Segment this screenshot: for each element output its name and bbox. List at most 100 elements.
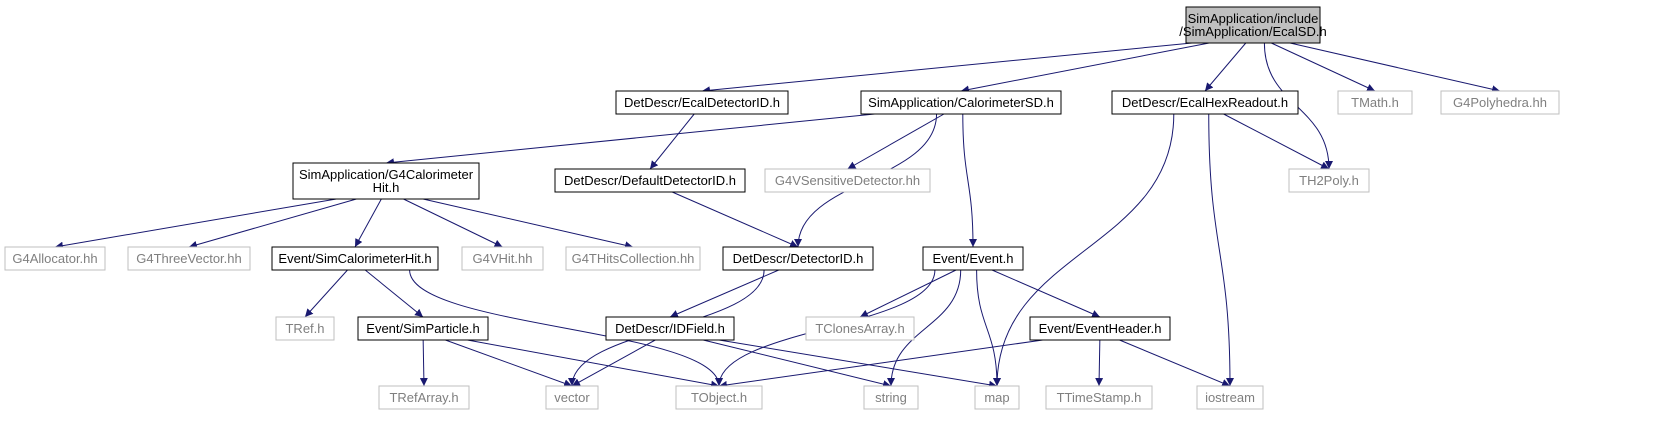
edge-event-to-tclones [859, 269, 957, 318]
edge-event-to-map [976, 269, 1001, 387]
edge-ecalsd-to-ecaldetid [701, 42, 1193, 95]
node-label: DetDescr/EcalHexReadout.h [1122, 95, 1288, 110]
edge-simparticle-to-vector [445, 339, 573, 388]
node-label: DetDescr/DefaultDetectorID.h [564, 173, 736, 188]
node-detdescr-idfield-h[interactable]: DetDescr/IDField.h [605, 316, 735, 341]
node-g4allocator-hh: G4Allocator.hh [4, 246, 106, 271]
edge-defaultdetid-to-detid [671, 191, 799, 248]
edge-ecalhex-to-iostream [1208, 113, 1234, 387]
node-box [863, 385, 919, 410]
node-box [860, 90, 1062, 115]
edge-eventheader-to-ttimestamp [1095, 339, 1104, 387]
node-detdescr-detectorid-h[interactable]: DetDescr/DetectorID.h [722, 246, 874, 271]
edge-calsd-to-g4calhit [385, 113, 875, 167]
edge-event-to-eventheader [991, 269, 1101, 318]
node-ttimestamp-h: TTimeStamp.h [1045, 385, 1153, 410]
node-box [292, 162, 480, 200]
node-label: TRef.h [285, 321, 324, 336]
node-box [461, 246, 544, 271]
node-box [1185, 6, 1321, 44]
node-tobject-h: TObject.h [675, 385, 763, 410]
edge-ecalsd-to-calsd [960, 42, 1210, 94]
node-box [565, 246, 701, 271]
node-label: Event/SimCalorimeterHit.h [278, 251, 431, 266]
node-box [378, 385, 470, 410]
edge-eventheader-to-tobject [718, 339, 1043, 389]
edge-ecaldetid-to-defaultdetid [649, 113, 695, 170]
node-box [127, 246, 251, 271]
node-g4vhit-hh: G4VHit.hh [461, 246, 544, 271]
node-detdescr-ecaldetectorid-h[interactable]: DetDescr/EcalDetectorID.h [615, 90, 789, 115]
node-box [4, 246, 106, 271]
header-file-nodes: SimApplication/include/SimApplication/Ec… [4, 6, 1560, 410]
edge-ecalsd-to-g4polyhedra [1289, 42, 1501, 94]
node-box [1288, 168, 1370, 193]
node-box [1196, 385, 1264, 410]
node-box [675, 385, 763, 410]
edge-ecalhex-to-map [993, 113, 1175, 387]
node-g4polyhedra-hh: G4Polyhedra.hh [1440, 90, 1560, 115]
node-label: G4VSensitiveDetector.hh [775, 173, 920, 188]
node-label: TRefArray.h [389, 390, 458, 405]
node-label: TMath.h [1351, 95, 1399, 110]
node-box [805, 316, 915, 341]
node-label: string [875, 390, 907, 405]
node-event-simcalorimeterhit-h[interactable]: Event/SimCalorimeterHit.h [271, 246, 439, 271]
node-label: SimApplication/G4Calorimeter [299, 167, 474, 182]
edge-ecalhex-to-th2poly [1223, 113, 1330, 170]
node-label: G4Polyhedra.hh [1453, 95, 1547, 110]
edge-idfield-to-string [703, 339, 892, 388]
node-string: string [863, 385, 919, 410]
dependency-edges [54, 42, 1501, 389]
edge-g4calhit-to-g4three [188, 198, 357, 249]
node-label: /SimApplication/EcalSD.h [1179, 24, 1326, 39]
node-box [1045, 385, 1153, 410]
edge-calsd-to-event [962, 113, 977, 248]
node-g4vsensitivedetector-hh: G4VSensitiveDetector.hh [764, 168, 931, 193]
node-box [1440, 90, 1560, 115]
node-vector: vector [545, 385, 599, 410]
node-label: G4Allocator.hh [12, 251, 97, 266]
node-label: SimApplication/CalorimeterSD.h [868, 95, 1054, 110]
edge-g4calhit-to-simcalhit [354, 198, 382, 248]
node-detdescr-ecalhexreadout-h[interactable]: DetDescr/EcalHexReadout.h [1111, 90, 1299, 115]
node-box [722, 246, 874, 271]
node-label: SimApplication/include [1188, 11, 1319, 26]
node-label: vector [554, 390, 590, 405]
node-label: TTimeStamp.h [1057, 390, 1142, 405]
node-event-simparticle-h[interactable]: Event/SimParticle.h [357, 316, 489, 341]
node-label: Event/EventHeader.h [1039, 321, 1162, 336]
node-box [357, 316, 489, 341]
node-box [1111, 90, 1299, 115]
node-simapplication-include-simapplication-ecalsd-h[interactable]: SimApplication/include/SimApplication/Ec… [1179, 6, 1327, 44]
node-tclonesarray-h: TClonesArray.h [805, 316, 915, 341]
edge-idfield-to-vector [571, 339, 656, 387]
node-label: G4ThreeVector.hh [136, 251, 242, 266]
edge-simparticle-to-trefarray [419, 339, 428, 387]
node-trefarray-h: TRefArray.h [378, 385, 470, 410]
node-box [271, 246, 439, 271]
edge-g4calhit-to-g4thits [422, 198, 634, 250]
node-box [922, 246, 1024, 271]
node-label: DetDescr/IDField.h [615, 321, 725, 336]
node-detdescr-defaultdetectorid-h[interactable]: DetDescr/DefaultDetectorID.h [554, 168, 746, 193]
node-label: TClonesArray.h [815, 321, 904, 336]
node-simapplication-calorimetersd-h[interactable]: SimApplication/CalorimeterSD.h [860, 90, 1062, 115]
node-label: Event/Event.h [933, 251, 1014, 266]
node-map: map [974, 385, 1020, 410]
node-box [605, 316, 735, 341]
node-label: TH2Poly.h [1299, 173, 1359, 188]
node-g4thitscollection-hh: G4THitsCollection.hh [565, 246, 701, 271]
edge-eventheader-to-iostream [1119, 339, 1231, 387]
node-box [615, 90, 789, 115]
node-label: TObject.h [691, 390, 747, 405]
node-event-event-h[interactable]: Event/Event.h [922, 246, 1024, 271]
node-label: Hit.h [373, 180, 400, 195]
node-event-eventheader-h[interactable]: Event/EventHeader.h [1029, 316, 1171, 341]
edge-idfield-to-map [718, 339, 998, 389]
node-th2poly-h: TH2Poly.h [1288, 168, 1370, 193]
node-box [1337, 90, 1413, 115]
node-label: map [984, 390, 1009, 405]
